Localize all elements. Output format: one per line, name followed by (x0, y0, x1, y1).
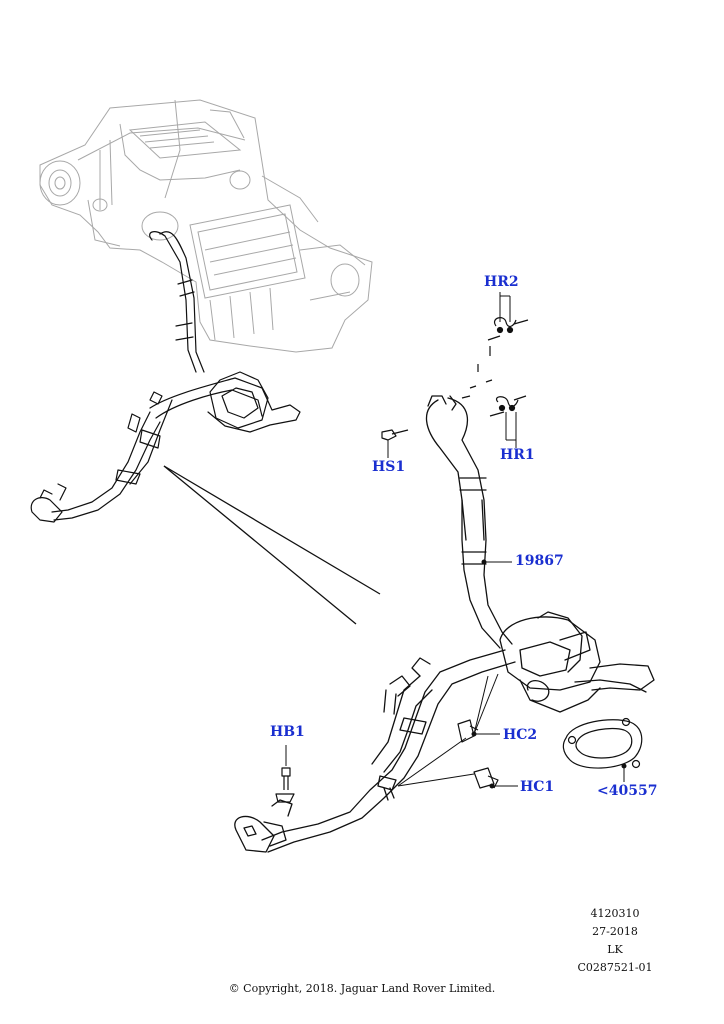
callout-hr1[interactable]: HR1 (500, 447, 535, 463)
hose-assembly-exploded (234, 395, 655, 853)
callout-leaders (285, 292, 627, 789)
illustration-ref: 4120310 (590, 907, 640, 920)
illustration-code: LK (607, 943, 623, 956)
small-parts (275, 317, 643, 803)
reference-lines (163, 465, 381, 625)
callout-19867[interactable]: 19867 (515, 553, 564, 569)
callout-hr2[interactable]: HR2 (484, 274, 519, 290)
callout-40557[interactable]: <40557 (597, 783, 658, 799)
callout-hb1[interactable]: HB1 (270, 724, 305, 740)
callout-hs1[interactable]: HS1 (372, 459, 406, 475)
hose-assembly-installed (30, 231, 301, 523)
illustration-number: C0287521-01 (577, 961, 653, 974)
callout-hc2[interactable]: HC2 (503, 727, 538, 743)
copyright-notice: © Copyright, 2018. Jaguar Land Rover Lim… (228, 982, 496, 995)
hvac-unit (39, 99, 373, 353)
illustration-date: 27-2018 (592, 925, 638, 938)
callout-hc1[interactable]: HC1 (520, 779, 555, 795)
